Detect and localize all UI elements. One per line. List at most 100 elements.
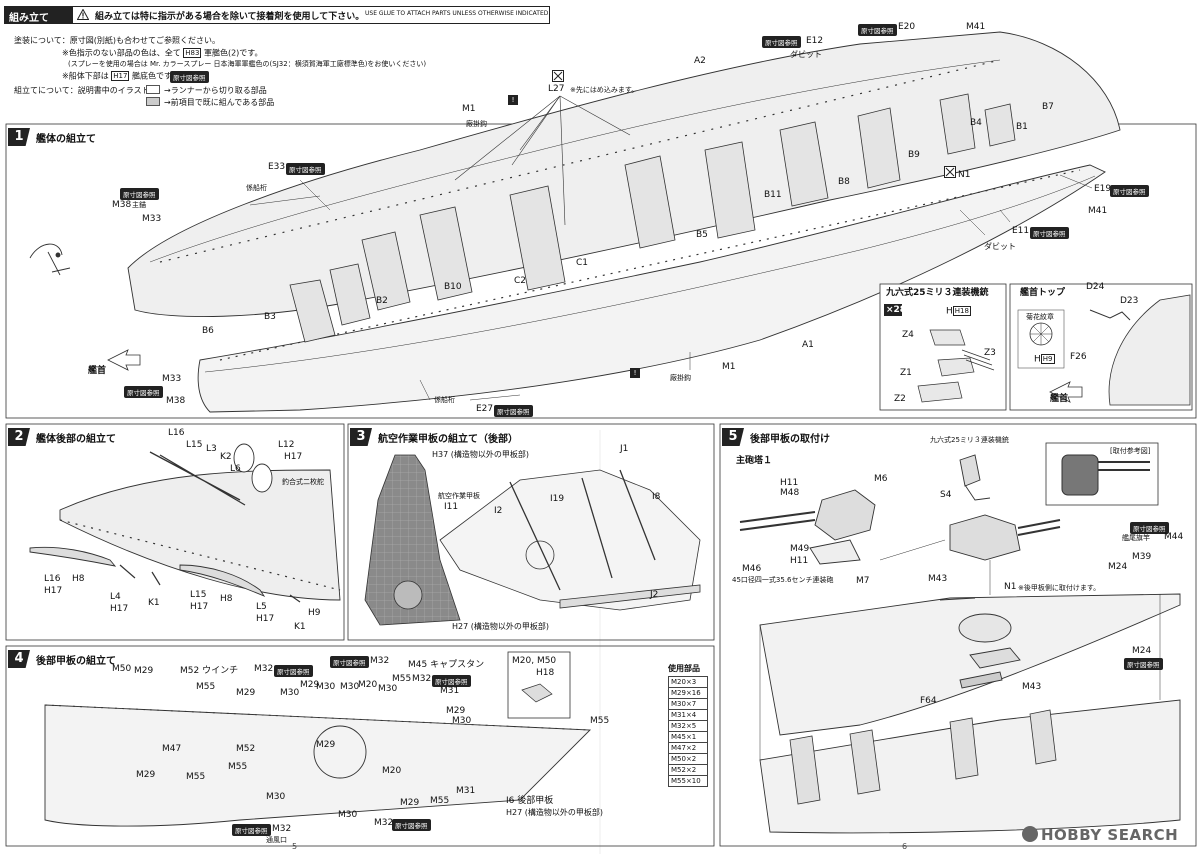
- label-m31-a: M31: [440, 686, 460, 696]
- label-m29-f: M29: [136, 770, 156, 780]
- label-m32-a: M32: [254, 664, 274, 674]
- ref-badge-e20: 原寸図参照: [858, 24, 897, 36]
- label-m32-d: M32: [272, 824, 292, 834]
- label-m29-b: M29: [236, 688, 256, 698]
- page-number-right: 6: [902, 842, 908, 851]
- label-m24-b: M24: [1132, 646, 1152, 656]
- label-m52: M52 ウインチ: [180, 666, 239, 676]
- label-kaibo-1: 廠掛鈎: [466, 120, 487, 128]
- color-code-h17: H17: [111, 71, 130, 81]
- ref-badge-m32-e: 原寸図参照: [392, 819, 431, 831]
- warning-icon: [77, 9, 89, 20]
- h27-label-step4: H27 (構造物以外の甲板部): [506, 808, 603, 817]
- aa-gun-label-step5: 九六式25ミリ３連装機銃: [930, 436, 1009, 444]
- label-b3: B3: [264, 312, 276, 322]
- label-m30-e: M30: [452, 716, 472, 726]
- label-m41-right: M41: [1088, 206, 1108, 216]
- label-e19: E19: [1094, 184, 1112, 194]
- label-m55-e: M55: [430, 796, 450, 806]
- h37-label: H37 (構造物以外の甲板部): [432, 450, 529, 459]
- assembly-note-1b: →ランナーから切り取る部品: [164, 86, 267, 95]
- label-m49: M49: [790, 544, 810, 554]
- label-b1: B1: [1016, 122, 1028, 132]
- label-m30-a: M30: [280, 688, 300, 698]
- color-l16-b: H8: [72, 574, 85, 584]
- ref-badge-m32-b: 原寸図参照: [330, 656, 369, 668]
- aa-gun-title: 九六式25ミリ３連装機銃: [886, 288, 989, 298]
- m20-inset-title: M20, M50: [512, 656, 557, 666]
- turret-label: 主砲塔１: [736, 456, 773, 466]
- label-c2: C2: [514, 276, 527, 286]
- step1-number: 1: [8, 128, 30, 146]
- label-m29-a: M29: [134, 666, 154, 676]
- ref-badge-m44: 原寸図参照: [1130, 522, 1169, 534]
- assembly-header: 組み立て 組み立ては特に指示がある場合を除いて接着剤を使用して下さい。 USE …: [4, 6, 550, 24]
- label-l5: L5: [256, 602, 267, 612]
- label-e27: E27: [476, 404, 494, 414]
- label-i2: I2: [494, 506, 503, 516]
- paint-black-icon-2: !: [630, 368, 640, 378]
- paint-note-1: 塗装について：原寸図(別紙)も合わせてご参照ください。: [14, 36, 220, 45]
- rear-deck-drawing: [44, 704, 592, 827]
- label-m20-a: M20: [358, 680, 378, 690]
- label-m30-b: M30: [316, 682, 336, 692]
- color-l15-b: H8: [220, 594, 233, 604]
- label-e12: E12: [806, 36, 824, 46]
- mount-ref-title: [取付参考図]: [1110, 447, 1151, 455]
- aa-gun-count: ×28: [886, 305, 907, 315]
- glue-instruction: 組み立ては特に指示がある場合を除いて接着剤を使用して下さい。: [95, 12, 365, 22]
- label-e11: E11: [1012, 226, 1030, 236]
- label-m1-bottom: M1: [722, 362, 736, 372]
- label-m7: M7: [856, 576, 870, 586]
- paint-note-4: ※船体下部は H17 艦底色です。: [62, 71, 180, 81]
- label-i8: I8: [652, 492, 661, 502]
- label-b2: B2: [376, 296, 388, 306]
- ref-badge-m32-c: 原寸図参照: [432, 675, 471, 687]
- label-s4: S4: [940, 490, 952, 500]
- label-f26: F26: [1070, 352, 1087, 362]
- m20-inset-color: H18: [536, 668, 555, 678]
- step3-number: 3: [350, 428, 372, 446]
- label-k1-b: K1: [294, 622, 306, 632]
- label-m55-f: M55: [590, 716, 610, 726]
- step5-panel: [719, 423, 1197, 847]
- label-h11-a: H11: [780, 478, 799, 488]
- label-m33-top: M33: [142, 214, 162, 224]
- label-a2: A2: [694, 56, 706, 66]
- color-l4: H17: [110, 604, 129, 614]
- label-m32-e: M32: [374, 818, 394, 828]
- label-l16: L16: [44, 574, 61, 584]
- step5-number: 5: [722, 428, 744, 446]
- label-l15-top: L15: [186, 440, 203, 450]
- label-m29-d: M29: [446, 706, 466, 716]
- label-m32-c: M32: [412, 674, 432, 684]
- label-b10: B10: [444, 282, 462, 292]
- label-m43-a: M43: [928, 574, 948, 584]
- assembled-part-symbol: [146, 97, 160, 106]
- label-m38-bottom: M38: [166, 396, 186, 406]
- label-a1: A1: [802, 340, 814, 350]
- label-m47: M47: [162, 744, 182, 754]
- label-b7: B7: [1042, 102, 1054, 112]
- ref-badge-e11: 原寸図参照: [1030, 227, 1069, 239]
- label-m31-b: M31: [456, 786, 476, 796]
- ref-badge-e19: 原寸図参照: [1110, 185, 1149, 197]
- ref-badge-e33: 原寸図参照: [286, 163, 325, 175]
- step2-number: 2: [8, 428, 30, 446]
- label-davit-2: ダビット: [984, 242, 1016, 251]
- label-b11: B11: [764, 190, 782, 200]
- label-i11: I11: [444, 502, 459, 512]
- label-m1-top: M1: [462, 104, 476, 114]
- parts-list-title: 使用部品: [668, 664, 700, 673]
- ref-badge-m38: 原寸図参照: [120, 188, 159, 200]
- label-k2: K2: [220, 452, 232, 462]
- no-glue-icon-l27: [552, 70, 564, 82]
- label-b8: B8: [838, 177, 850, 187]
- label-m29-g: M29: [400, 798, 420, 808]
- balanced-rudder-note: 釣合式二枚舵: [282, 478, 324, 486]
- label-m55-a: M55: [196, 682, 216, 692]
- label-m48: M48: [780, 488, 800, 498]
- label-m24-a: M24: [1108, 562, 1128, 572]
- label-l4: L4: [110, 592, 121, 602]
